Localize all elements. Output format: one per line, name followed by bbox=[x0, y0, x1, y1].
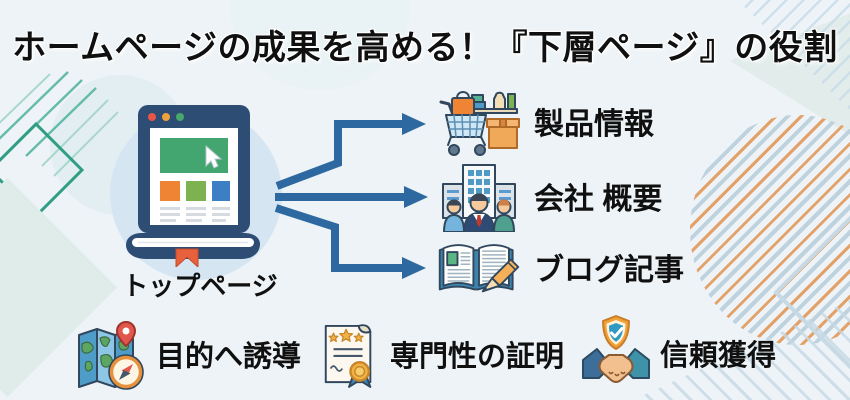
branch-label: 製品情報 bbox=[534, 108, 654, 141]
benefit-item-expertise: 専門性の証明 bbox=[318, 318, 564, 390]
map-compass-icon bbox=[78, 321, 144, 390]
hub-label: トップページ bbox=[122, 271, 278, 301]
decor-striped-circle bbox=[690, 115, 850, 345]
branch-item-products: 製品情報 bbox=[436, 84, 654, 158]
benefit-label: 専門性の証明 bbox=[390, 341, 565, 373]
benefit-item-trust: 信頼獲得 bbox=[582, 314, 776, 392]
page-title: ホームページの成果を高める！『下層ページ』の役割 bbox=[12, 29, 838, 67]
branch-label: 会社 概要 bbox=[534, 183, 663, 216]
branch-item-company: 会社 概要 bbox=[436, 160, 662, 232]
products-cart-icon bbox=[439, 91, 520, 156]
company-building-icon bbox=[442, 164, 516, 232]
branch-label: ブログ記事 bbox=[534, 254, 684, 287]
certificate-icon bbox=[324, 324, 372, 388]
benefit-label: 信頼獲得 bbox=[660, 340, 777, 372]
homepage-book-icon bbox=[126, 105, 260, 267]
trust-shield-handshake-icon bbox=[582, 315, 650, 383]
branch-item-blog: ブログ記事 bbox=[436, 236, 684, 298]
icon-box bbox=[436, 84, 522, 158]
icon-box bbox=[436, 236, 522, 298]
icon-box bbox=[436, 160, 522, 232]
benefit-item-guide: 目的へ誘導 bbox=[74, 318, 301, 390]
blog-book-pencil-icon bbox=[438, 244, 520, 293]
branch-arrows bbox=[274, 113, 428, 279]
benefit-label: 目的へ誘導 bbox=[156, 341, 302, 373]
